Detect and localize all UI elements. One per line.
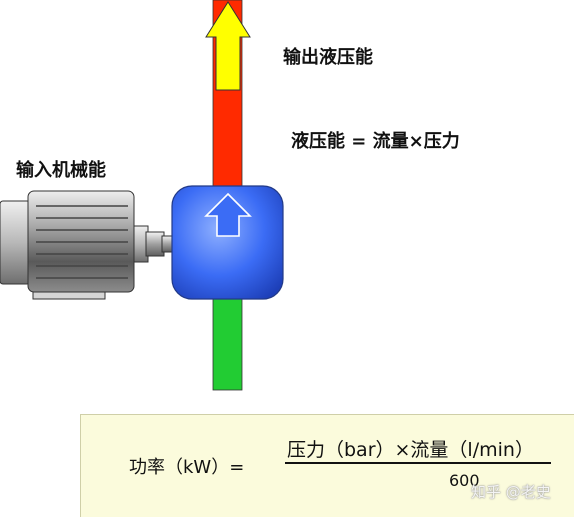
watermark: 知乎 @老史 [471, 483, 551, 501]
input-energy-label: 输入机械能 [16, 160, 106, 181]
up-arrow-icon [205, 1, 251, 91]
formula-numerator: 压力（bar）×流量（l/min） [287, 439, 534, 461]
fraction-line [285, 462, 551, 464]
electric-motor-icon [0, 190, 175, 300]
output-energy-label: 输出液压能 [283, 47, 373, 68]
hydraulic-pump-icon [171, 185, 284, 300]
hydraulic-energy-equation: 液压能 = 流量×压力 [291, 131, 460, 152]
inlet-pipe [212, 297, 243, 391]
formula-denominator: 600 [449, 471, 480, 490]
power-formula-box: 功率（kW）= 压力（bar）×流量（l/min） 600 知乎 @老史 [80, 414, 574, 517]
formula-lhs: 功率（kW）= [129, 457, 245, 478]
